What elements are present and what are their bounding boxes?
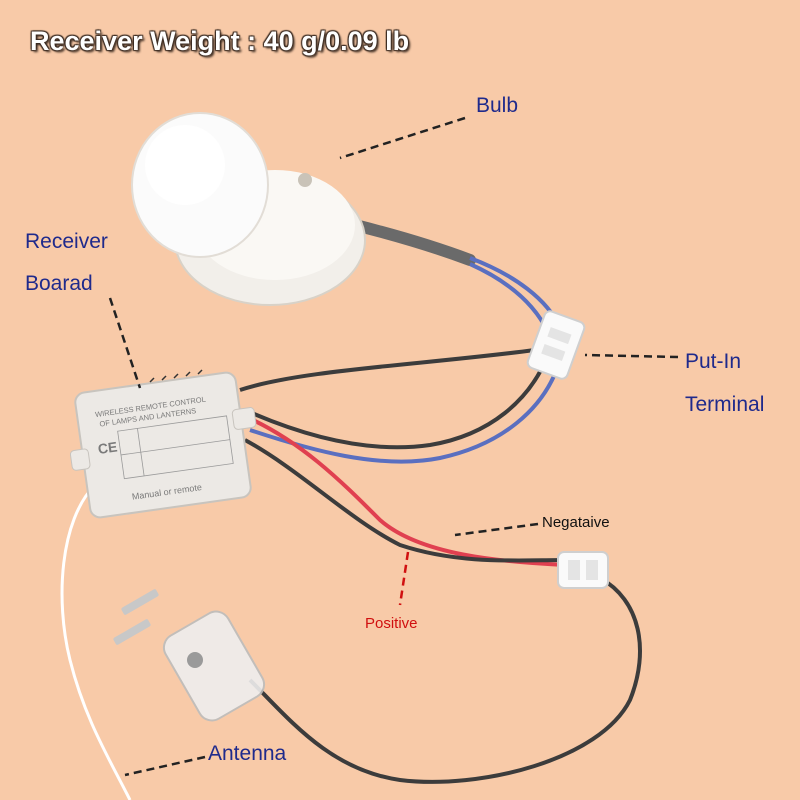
- label-put-in-line1: Put-In: [685, 350, 741, 374]
- plug-wire-right: [250, 578, 640, 782]
- leader-receiver: [110, 298, 140, 388]
- bulb-cable: [355, 225, 470, 260]
- power-plug: [113, 589, 269, 726]
- label-receiver-line1: Receiver: [25, 230, 108, 254]
- leader-bulb: [340, 118, 465, 158]
- board-wire-black-top: [240, 350, 535, 390]
- wire-red: [242, 415, 565, 565]
- leader-antenna: [125, 757, 205, 775]
- put-in-terminal: [526, 310, 586, 381]
- receiver-board: WIRELESS REMOTE CONTROL OF LAMPS AND LAN…: [70, 370, 256, 519]
- label-receiver-line2: Boarad: [25, 272, 93, 296]
- wire-terminal: [558, 552, 608, 588]
- leader-put-in: [585, 355, 678, 357]
- label-put-in-line2: Terminal: [685, 393, 764, 417]
- board-ce-mark: CE: [97, 438, 118, 457]
- label-bulb: Bulb: [476, 94, 518, 118]
- weight-title: Receiver Weight : 40 g/0.09 lb: [30, 26, 409, 57]
- label-antenna: Antenna: [208, 742, 286, 766]
- bulb-assembly: [132, 113, 365, 305]
- label-positive: Positive: [365, 615, 418, 632]
- leader-negative: [455, 524, 538, 535]
- leader-positive: [400, 552, 408, 605]
- label-negative: Negataive: [542, 514, 610, 531]
- wire-black-neg: [245, 440, 565, 561]
